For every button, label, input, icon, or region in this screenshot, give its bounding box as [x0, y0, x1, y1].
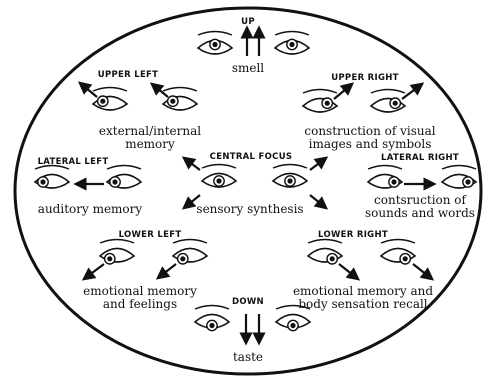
- upper-right-eye-2: [371, 90, 405, 113]
- up-eye-right: [275, 32, 309, 55]
- upper-right-arrow-2: [402, 84, 422, 99]
- caption-lower-right-line2: body sensation recall: [283, 298, 443, 311]
- heading-upper-right: UPPER RIGHT: [325, 73, 405, 83]
- heading-central-focus: CENTRAL FOCUS: [196, 152, 306, 162]
- heading-lower-left: LOWER LEFT: [110, 230, 190, 240]
- central-arrow-up-right: [310, 158, 326, 170]
- heading-lateral-left: LATERAL LEFT: [28, 157, 118, 167]
- lower-left-eye-2: [173, 240, 207, 265]
- lower-left-arrow-2: [158, 264, 176, 278]
- caption-down: taste: [218, 351, 278, 364]
- central-eye-2: [273, 165, 307, 188]
- up-eye-left: [198, 32, 232, 55]
- lower-right-arrow-2: [413, 264, 432, 279]
- lateral-left-eye-2: [107, 166, 141, 189]
- lateral-right-eye-2: [442, 166, 476, 189]
- upper-right-arrow-1: [334, 84, 352, 99]
- caption-lateral-left: auditory memory: [20, 203, 160, 216]
- heading-upper-left: UPPER LEFT: [88, 70, 168, 80]
- lower-right-eye-1: [308, 240, 342, 265]
- upper-right-eye-1: [303, 90, 337, 113]
- lateral-right-eye-1: [368, 166, 402, 189]
- caption-central: sensory synthesis: [190, 203, 310, 216]
- central-eye-1: [202, 165, 236, 188]
- lower-right-eye-2: [381, 240, 415, 265]
- lower-right-arrow-1: [339, 264, 358, 279]
- heading-down: DOWN: [228, 297, 268, 307]
- lateral-left-eye-1: [35, 166, 69, 189]
- caption-upper-left-line2: memory: [85, 138, 215, 151]
- upper-left-eye-1: [93, 88, 127, 111]
- central-arrow-down-right: [310, 195, 326, 208]
- caption-up: smell: [213, 62, 283, 75]
- heading-up: UP: [238, 17, 258, 27]
- lower-left-arrow-1: [84, 264, 104, 279]
- heading-lateral-right: LATERAL RIGHT: [370, 153, 470, 163]
- caption-lateral-right-line2: sounds and words: [355, 207, 485, 220]
- lower-left-eye-1: [100, 240, 134, 265]
- caption-lower-left-line2: and feelings: [70, 298, 210, 311]
- heading-lower-right: LOWER RIGHT: [313, 230, 393, 240]
- upper-left-eye-2: [163, 88, 197, 111]
- caption-upper-right-line2: images and symbols: [290, 138, 450, 151]
